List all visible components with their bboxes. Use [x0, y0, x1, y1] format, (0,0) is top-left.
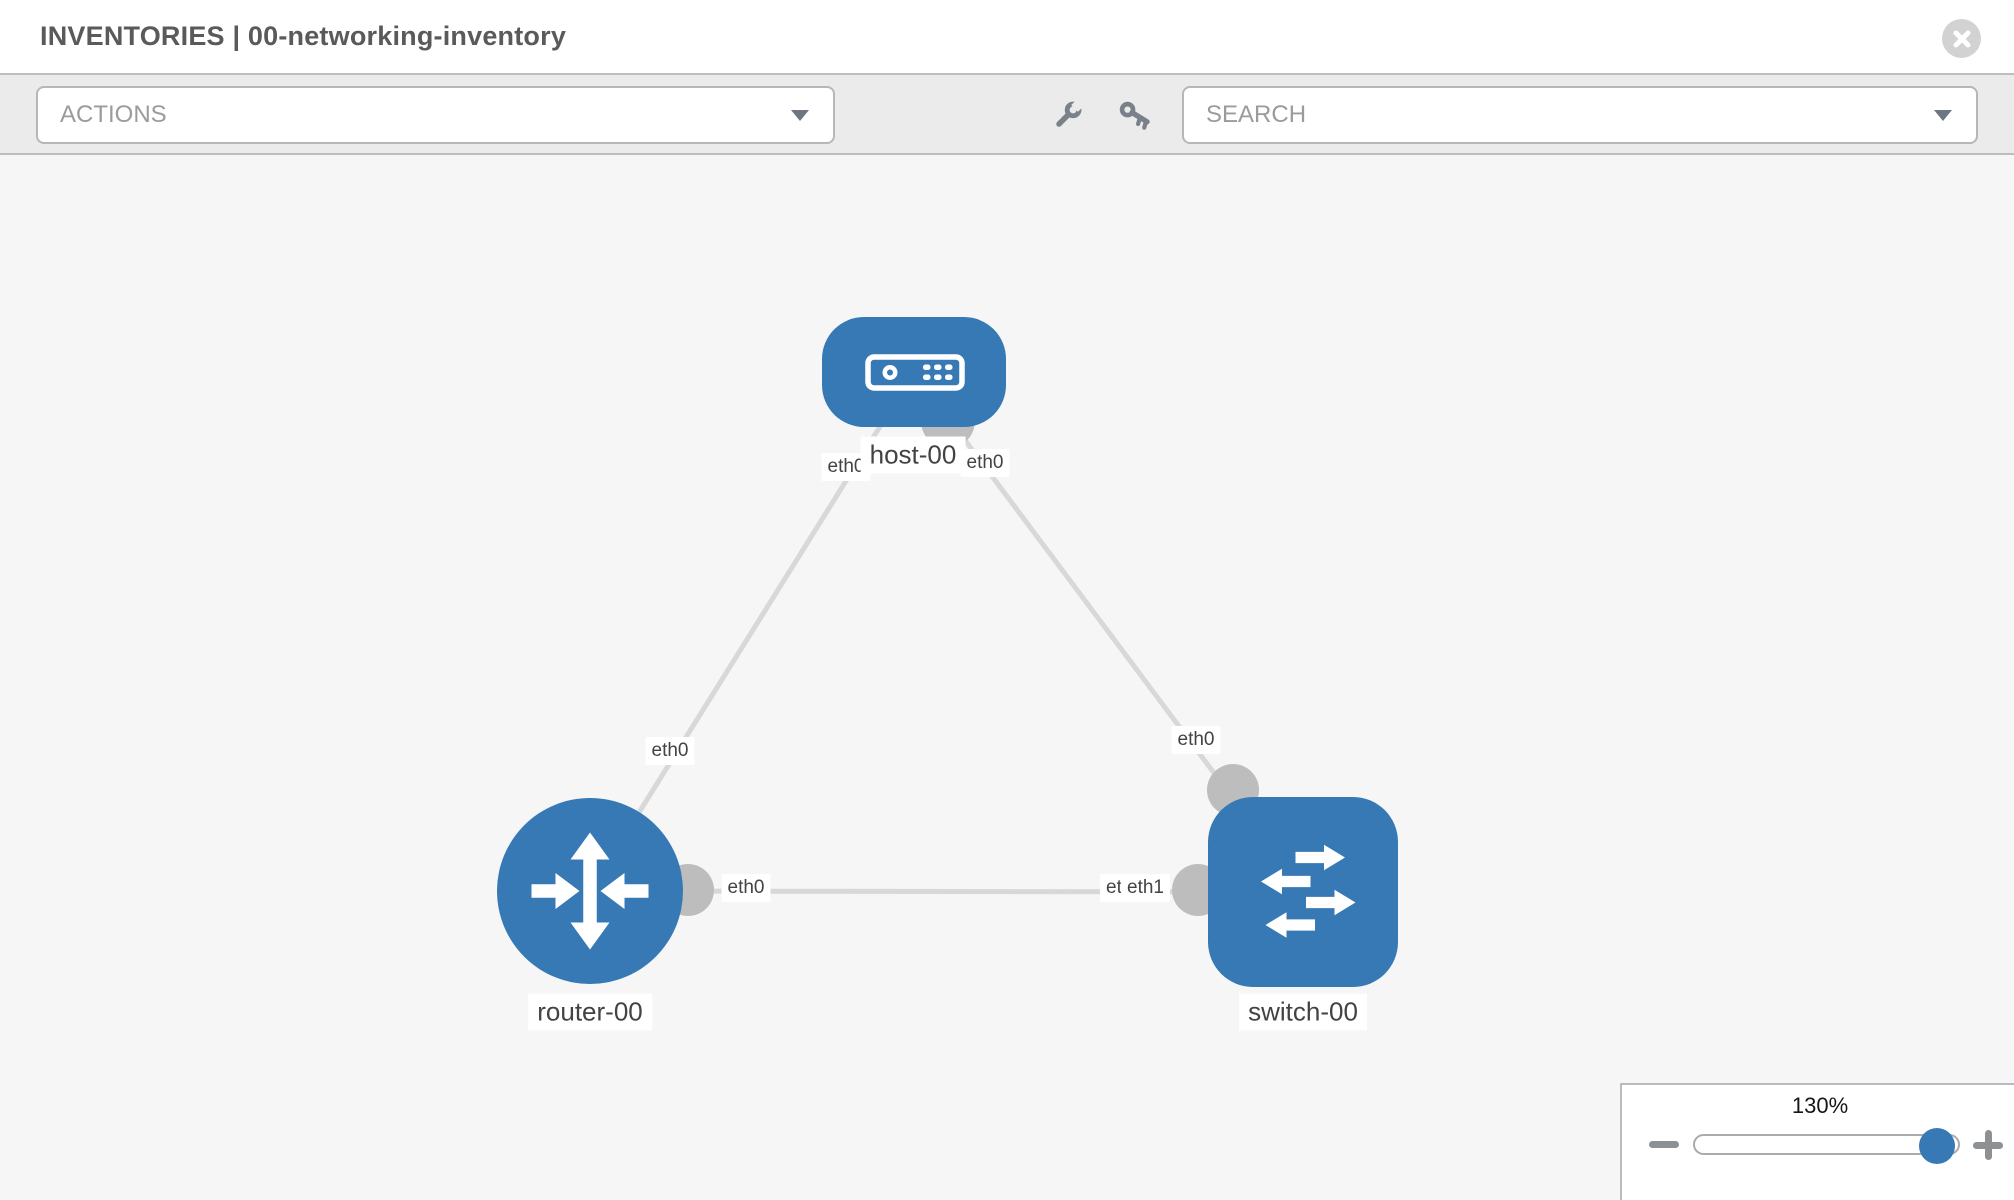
interface-label: eth1	[1121, 874, 1170, 902]
window-header: INVENTORIES | 00-networking-inventory	[0, 0, 2014, 73]
node-router-00[interactable]	[497, 798, 683, 984]
zoom-control-panel: 130%	[1620, 1083, 2014, 1200]
interface-label: eth0	[645, 737, 695, 765]
interface-label: eth0	[1171, 726, 1221, 754]
node-switch-00[interactable]	[1208, 797, 1398, 987]
zoom-slider-handle[interactable]	[1919, 1128, 1955, 1164]
zoom-slider-track[interactable]	[1693, 1128, 1960, 1164]
actions-dropdown[interactable]: ACTIONS	[36, 86, 835, 144]
close-button[interactable]	[1942, 19, 1981, 58]
node-label-router-00: router-00	[528, 993, 652, 1031]
search-placeholder: SEARCH	[1206, 101, 1307, 128]
zoom-out-button[interactable]	[1649, 1141, 1679, 1148]
interface-label: eth0	[960, 449, 1010, 477]
toolbar: ACTIONS SEARCH	[0, 73, 2014, 155]
zoom-level-value: 130%	[1791, 1093, 1849, 1118]
topology-canvas[interactable]: eth0 eth0 eth0 eth0 eth0 eth0 eth1 host-…	[0, 155, 2014, 1200]
key-icon	[1119, 101, 1150, 130]
zoom-in-button[interactable]	[1973, 1130, 2003, 1160]
actions-dropdown-label: ACTIONS	[60, 101, 167, 128]
node-label-host-00: host-00	[860, 436, 966, 474]
interface-label: eth0	[721, 874, 771, 902]
host-icon	[865, 354, 965, 391]
close-icon	[1953, 30, 1970, 47]
configure-button[interactable]	[1046, 97, 1086, 137]
wrench-icon	[1056, 100, 1083, 127]
node-label-switch-00: switch-00	[1239, 993, 1367, 1031]
chevron-down-icon	[791, 110, 809, 121]
page-title: INVENTORIES | 00-networking-inventory	[40, 21, 567, 51]
router-icon	[531, 832, 649, 950]
plus-icon	[1984, 1130, 1992, 1160]
switch-icon	[1261, 844, 1356, 938]
search-dropdown[interactable]: SEARCH	[1182, 86, 1978, 144]
credentials-button[interactable]	[1116, 97, 1156, 137]
chevron-down-icon	[1934, 110, 1952, 121]
node-host-00[interactable]	[822, 317, 1006, 427]
